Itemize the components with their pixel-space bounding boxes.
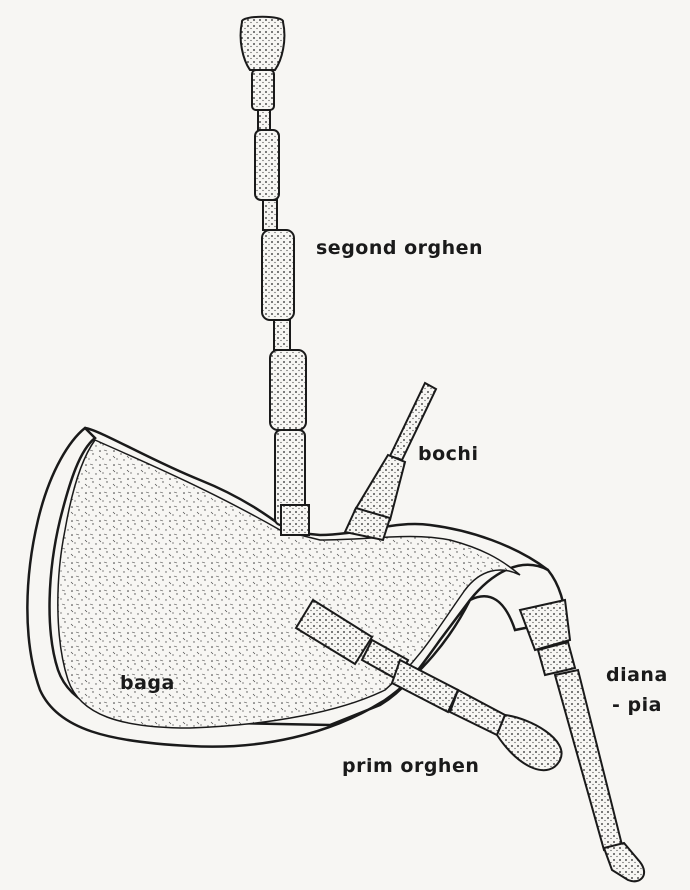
tall-drone [241, 17, 309, 535]
label-segond-orghen: segond orghen [316, 237, 483, 259]
label-baga: baga [120, 672, 175, 694]
label-diana-line1: diana [606, 664, 668, 686]
label-diana-line2: - pia [612, 694, 662, 716]
label-prim-orghen: prim orghen [342, 755, 479, 777]
label-bochi: bochi [418, 443, 478, 465]
